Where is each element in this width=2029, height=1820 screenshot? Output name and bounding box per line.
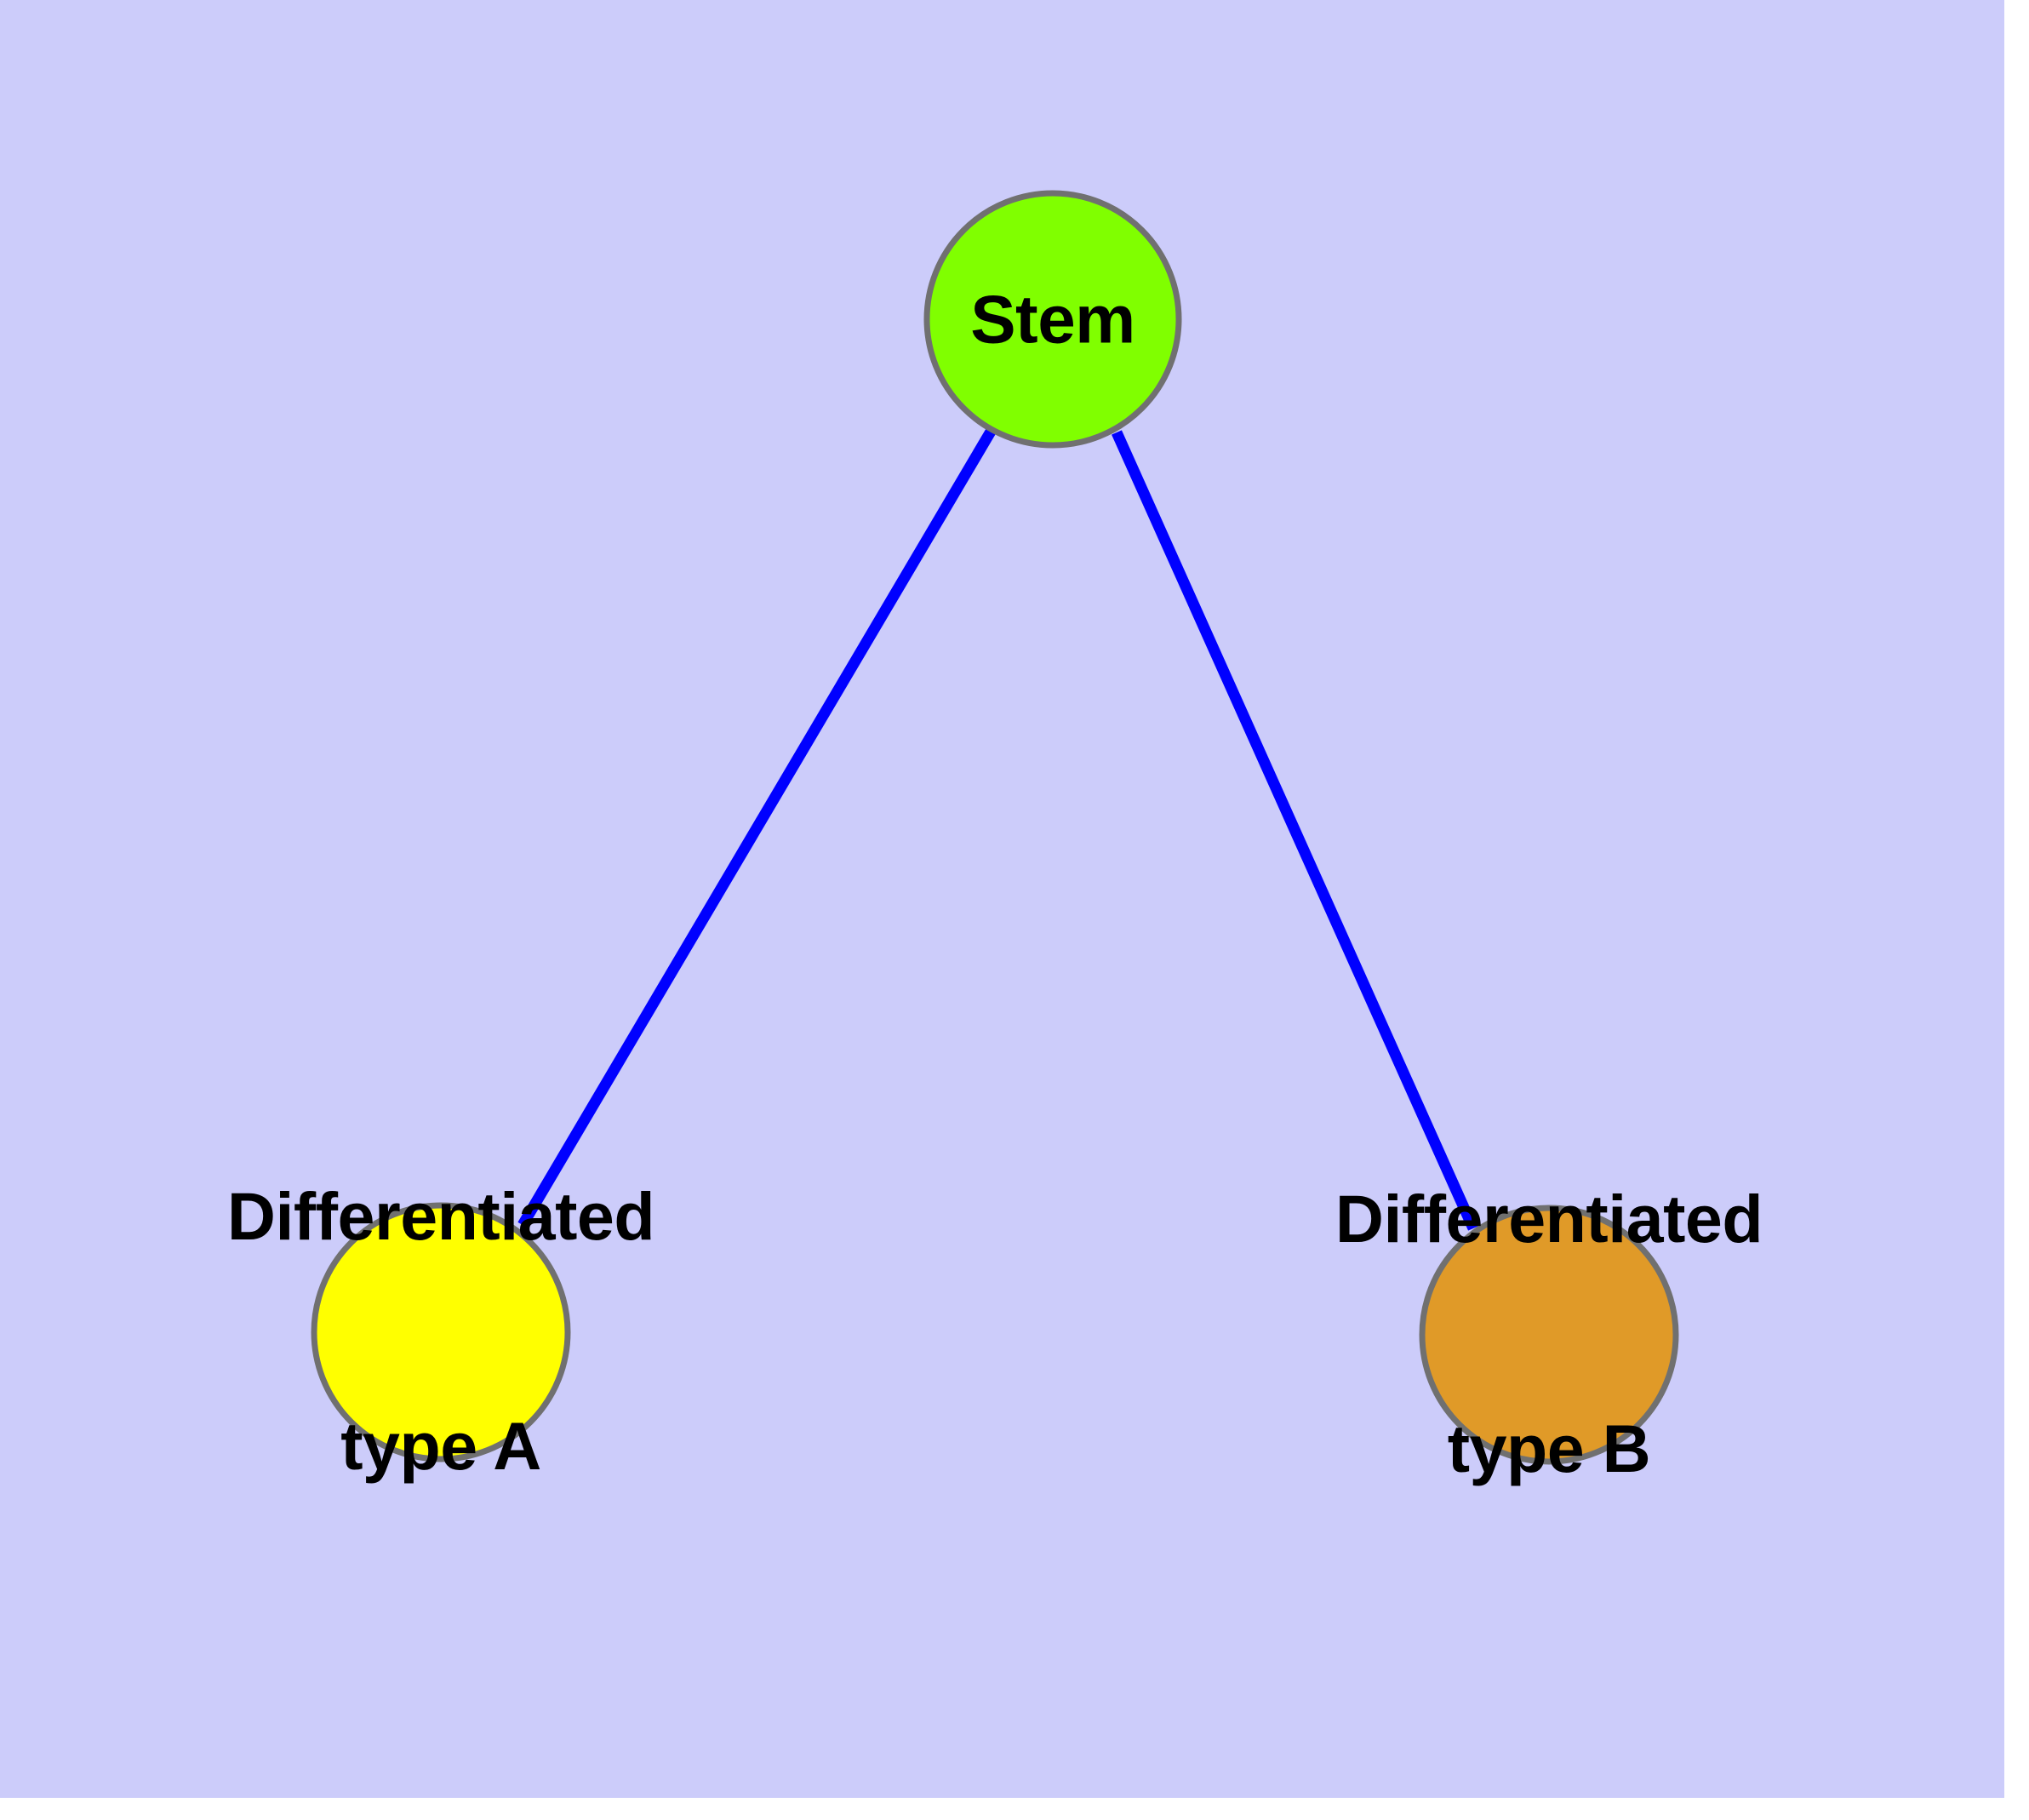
node-differentiated-type-a[interactable]: [311, 1202, 571, 1462]
node-differentiated-type-b[interactable]: [1419, 1205, 1679, 1465]
edge-layer: [517, 428, 1478, 1231]
edge-stem-to-differentiated-type-b[interactable]: [1112, 430, 1478, 1231]
node-layer: [311, 190, 1679, 1465]
node-stem[interactable]: [923, 190, 1182, 449]
edge-stem-to-differentiated-type-a[interactable]: [517, 428, 996, 1228]
